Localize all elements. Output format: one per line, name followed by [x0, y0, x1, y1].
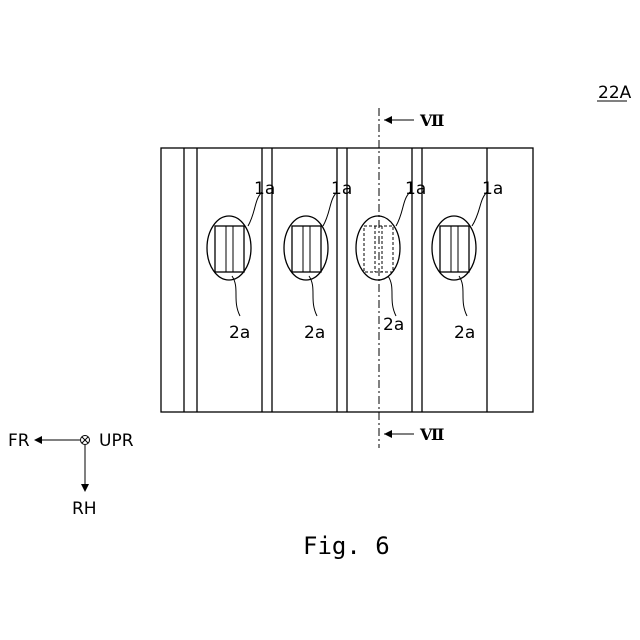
reference-label: 22A: [598, 83, 632, 103]
leaders-1a: [248, 192, 487, 226]
section-marker-label: Ⅶ: [419, 111, 444, 130]
hole-unit: [207, 216, 251, 280]
label-1a: 1a: [482, 179, 503, 199]
arrow-head-rear: [81, 484, 89, 492]
label-2a: 2a: [229, 323, 250, 343]
insert-rect: [292, 226, 321, 272]
label-2a: 2a: [454, 323, 475, 343]
section-marker-label: Ⅶ: [419, 425, 444, 444]
orientation-front-label: FR: [8, 431, 30, 451]
section-marker-bottom: Ⅶ: [384, 425, 444, 444]
orientation-rear-label: RH: [72, 499, 97, 519]
insert-rect: [440, 226, 469, 272]
figure-caption: Fig. 6: [303, 532, 390, 560]
orientation-up-label: UPR: [99, 431, 134, 451]
insert-rect: [215, 226, 244, 272]
label-1a: 1a: [254, 179, 275, 199]
hole-unit: [284, 216, 328, 280]
label-1a: 1a: [331, 179, 352, 199]
label-2a: 2a: [383, 315, 404, 335]
section-marker-top: Ⅶ: [384, 111, 444, 130]
label-2a: 2a: [304, 323, 325, 343]
arrow-head-front: [34, 436, 42, 444]
orientation-indicator: FR UPR RH: [8, 431, 134, 519]
hole-unit-sectioned: [356, 216, 400, 280]
hole-unit: [432, 216, 476, 280]
label-1a: 1a: [405, 179, 426, 199]
leaders-2a: [232, 276, 467, 316]
